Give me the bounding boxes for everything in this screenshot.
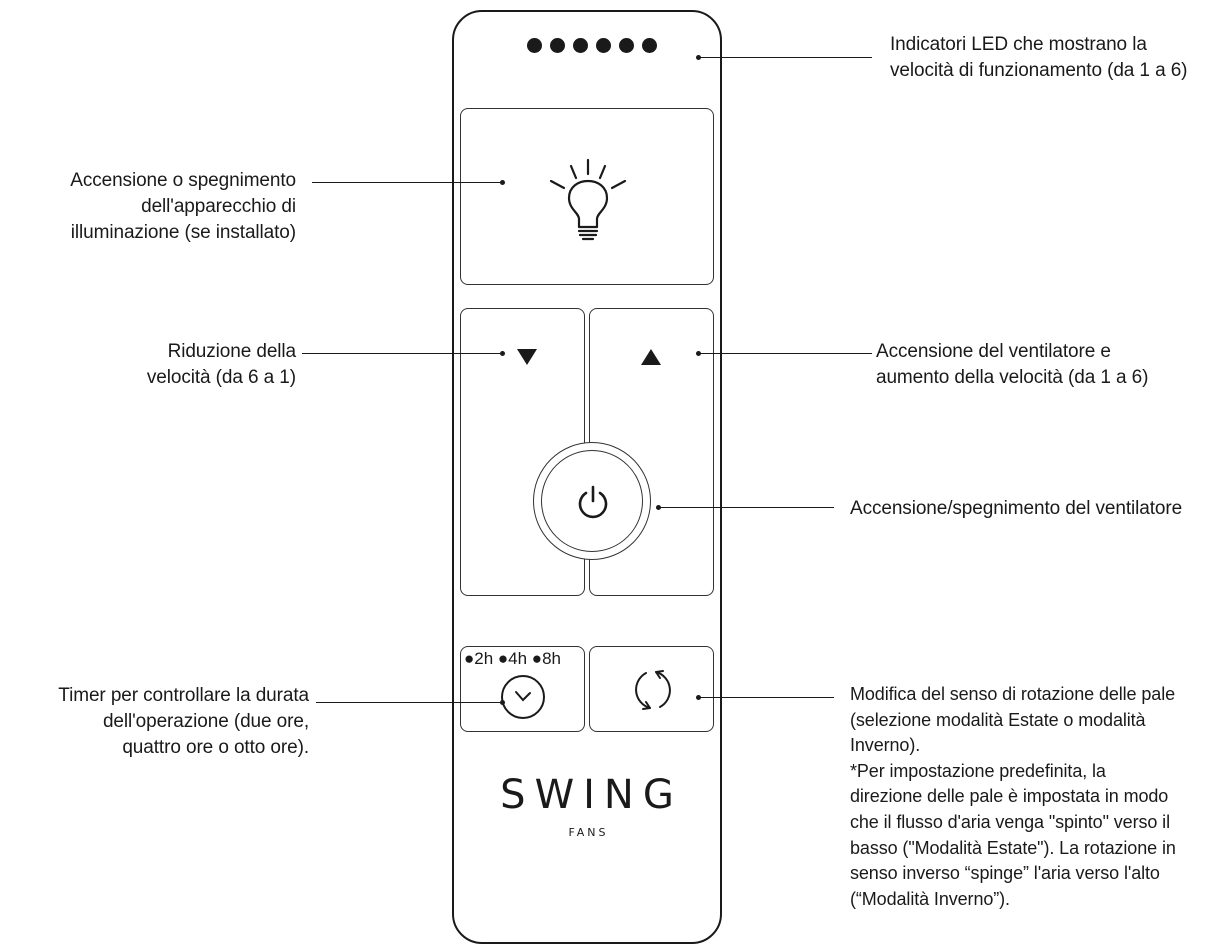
led-5: [619, 38, 634, 53]
led-2: [550, 38, 565, 53]
annotation-line: velocità di funzionamento (da 1 a 6): [890, 60, 1188, 81]
leader-line-reverse: [700, 697, 834, 698]
annotation-line: Accensione del ventilatore e: [876, 341, 1111, 362]
power-icon: [578, 485, 608, 519]
annotation-speed-up: Accensione del ventilatore e aumento del…: [876, 339, 1216, 391]
leader-dot-speed-down: [500, 351, 505, 356]
annotation-line: illuminazione (se installato): [70, 222, 296, 243]
leader-dot-light: [500, 180, 505, 185]
annotation-line: *Per impostazione predefinita, la: [850, 760, 1106, 781]
annotation-leds: Indicatori LED che mostrano la velocità …: [890, 32, 1220, 84]
annotation-light: Accensione o spegnimento dell'apparecchi…: [20, 168, 296, 246]
led-1: [527, 38, 542, 53]
leader-dot-speed-up: [696, 351, 701, 356]
leader-line-light: [312, 182, 502, 183]
annotation-line: dell'apparecchio di: [141, 196, 296, 217]
annotation-speed-down: Riduzione della velocità (da 6 a 1): [20, 339, 296, 391]
brand-logo: SWING: [500, 772, 683, 818]
annotation-line: velocità (da 6 a 1): [146, 367, 296, 388]
led-6: [642, 38, 657, 53]
reverse-rotation-button[interactable]: [589, 646, 714, 732]
leader-line-timer: [316, 702, 502, 703]
annotation-line: quattro ore o otto ore).: [122, 737, 309, 758]
brand-subtitle: FANS: [568, 826, 609, 839]
light-bulb-icon: [549, 158, 627, 241]
annotation-line: direzione delle pale è impostata in modo: [850, 786, 1169, 807]
annotation-line: Accensione/spegnimento del ventilatore: [850, 498, 1183, 519]
leader-dot-power: [656, 505, 661, 510]
clock-icon: [501, 675, 545, 719]
triangle-up-icon: [641, 349, 661, 365]
annotation-line: senso inverso “spinge” l'aria verso l'al…: [850, 863, 1160, 884]
leader-dot-timer: [500, 700, 505, 705]
light-button[interactable]: [460, 108, 714, 285]
annotation-line: Modifica del senso di rotazione delle pa…: [850, 684, 1176, 704]
annotation-line: (“Modalità Inverno”).: [850, 888, 1010, 909]
annotation-line: Indicatori LED che mostrano la: [890, 34, 1147, 55]
triangle-down-icon: [517, 349, 537, 365]
leader-line-speed-down: [302, 353, 502, 354]
timer-button[interactable]: [460, 646, 585, 732]
timer-options: ●2h ●4h ●8h: [464, 649, 561, 668]
leader-line-power: [660, 507, 834, 508]
annotation-line: (selezione modalità Estate o modalità: [850, 709, 1146, 730]
leader-line-speed-up: [700, 353, 872, 354]
annotation-line: dell'operazione (due ore,: [102, 711, 309, 732]
annotation-line: Inverno).: [850, 735, 921, 756]
annotation-timer: Timer per controllare la durata dell'ope…: [8, 683, 309, 761]
power-button-inner[interactable]: [541, 450, 643, 552]
led-indicators: [527, 38, 657, 53]
annotation-line: che il flusso d'aria venga "spinto" vers…: [850, 811, 1170, 832]
leader-line-leds: [700, 57, 872, 58]
annotation-line: Accensione o spegnimento: [70, 170, 296, 191]
annotation-line: Riduzione della: [167, 341, 297, 362]
leader-dot-leds: [696, 55, 701, 60]
leader-dot-reverse: [696, 695, 701, 700]
annotation-line: Timer per controllare la durata: [58, 685, 309, 706]
led-3: [573, 38, 588, 53]
annotation-line: basso ("Modalità Estate"). La rotazione …: [850, 837, 1176, 858]
led-4: [596, 38, 611, 53]
rotate-arrows-icon: [635, 670, 671, 710]
annotation-reverse: Modifica del senso di rotazione delle pa…: [850, 682, 1228, 912]
annotation-line: aumento della velocità (da 1 a 6): [876, 367, 1149, 388]
annotation-power: Accensione/spegnimento del ventilatore: [850, 496, 1225, 522]
